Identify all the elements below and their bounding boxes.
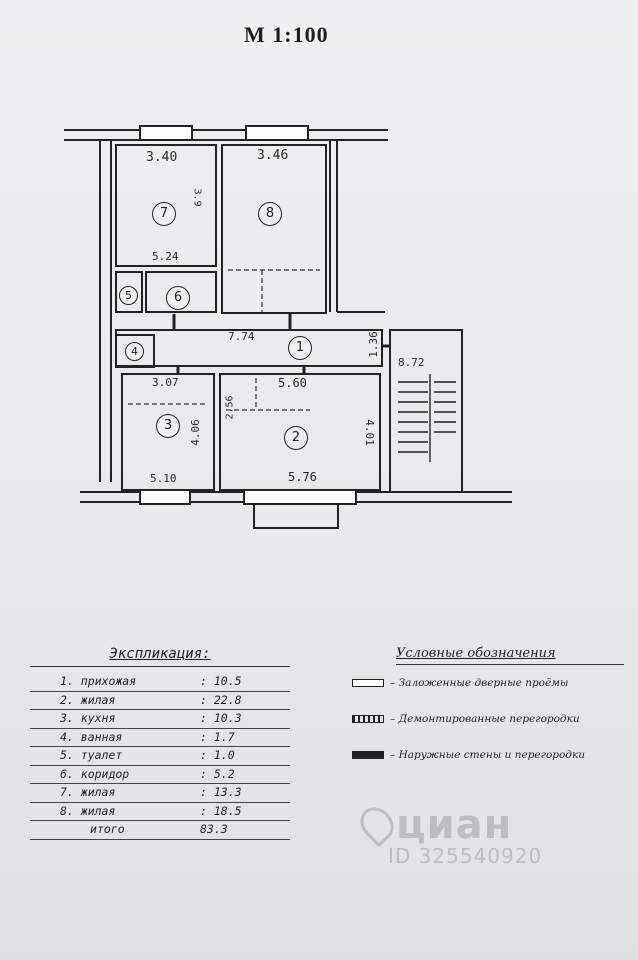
dim-corridor-depth: 1.36 xyxy=(366,331,380,358)
legend: Условные обозначения – Заложенные дверны… xyxy=(352,646,624,773)
room-number-5: 5 xyxy=(119,286,138,305)
legend-title: Условные обозначения xyxy=(396,646,624,665)
cian-watermark: циан ID 325540920 xyxy=(353,800,543,868)
room-3-outline xyxy=(121,373,215,491)
wall-icon xyxy=(352,751,384,759)
legend-label: – Демонтированные перегородки xyxy=(390,713,580,725)
dim-corridor-width: 7.74 xyxy=(228,330,255,343)
legend-item-outer-wall: – Наружные стены и перегородки xyxy=(352,737,624,773)
balcony xyxy=(253,503,339,529)
explication-room-area: : 22.8 xyxy=(200,692,242,707)
explication-room-name: 1. прихожая xyxy=(60,674,137,688)
window-room-3 xyxy=(139,489,191,505)
explication-room-name: 3. кухня xyxy=(60,711,116,725)
dim-room-7-width: 3.40 xyxy=(146,150,178,165)
explication-row: 2. жилая : 22.8 xyxy=(30,692,290,710)
explication-total-label: итого xyxy=(90,822,125,836)
dim-stair: 8.72 xyxy=(398,356,425,369)
explication-room-name: 7. жилая xyxy=(60,785,116,799)
room-number-1: 1 xyxy=(288,336,312,360)
legend-label: – Заложенные дверные проёмы xyxy=(390,677,569,689)
dim-room-7-depth: 3.9 xyxy=(191,188,203,207)
room-number-2: 2 xyxy=(284,426,308,450)
watermark-brand: циан xyxy=(396,802,513,848)
dim-room-2-top: 5.60 xyxy=(278,376,307,390)
dim-room-8-width: 3.46 xyxy=(257,148,289,163)
explication-row: 4. ванная : 1.7 xyxy=(30,729,290,747)
explication-room-area: : 18.5 xyxy=(200,803,242,818)
room-4-outline xyxy=(115,334,155,368)
dim-room-3-bottom: 5.10 xyxy=(150,472,177,485)
explication-table: Экспликация: 1. прихожая : 10.5 2. жилая : … xyxy=(30,646,290,840)
explication-room-name: 2. жилая xyxy=(60,692,116,707)
dim-room-3-height: 4.06 xyxy=(188,419,202,446)
explication-row: 1. прихожая : 10.5 xyxy=(30,673,290,692)
explication-room-name: 5. туалет xyxy=(60,748,123,762)
demountable-partition-icon xyxy=(352,715,384,723)
room-8-outline xyxy=(221,144,327,314)
dim-room-2-bottom: 5.76 xyxy=(288,470,317,484)
window-room-2 xyxy=(243,489,357,505)
explication-room-area: : 1.0 xyxy=(200,748,235,762)
explication-total-row: итого 83.3 xyxy=(30,821,290,840)
explication-row: 3. кухня : 10.3 xyxy=(30,710,290,729)
bricked-door-icon xyxy=(352,679,384,687)
explication-room-name: 6. коридор xyxy=(60,766,130,781)
room-6-outline xyxy=(145,271,217,313)
stairwell xyxy=(389,329,463,493)
room-number-8: 8 xyxy=(258,202,282,226)
explication-row: 6. коридор : 5.2 xyxy=(30,766,290,784)
dim-room-3-top: 3.07 xyxy=(152,376,179,389)
explication-room-area: : 10.3 xyxy=(200,711,242,725)
dim-room-6-width: 5.24 xyxy=(152,250,179,263)
explication-room-area: : 1.7 xyxy=(200,729,235,744)
explication-room-area: : 13.3 xyxy=(200,785,242,799)
legend-label: – Наружные стены и перегородки xyxy=(390,749,585,761)
room-2-outline xyxy=(219,373,381,491)
room-number-4: 4 xyxy=(125,342,144,361)
explication-row: 7. жилая : 13.3 xyxy=(30,784,290,803)
explication-room-area: : 5.2 xyxy=(200,766,235,781)
window-room-8 xyxy=(245,125,309,141)
explication-total-area: 83.3 xyxy=(200,822,228,836)
legend-item-demountable-partition: – Демонтированные перегородки xyxy=(352,701,624,737)
explication-row: 8. жилая : 18.5 xyxy=(30,803,290,821)
room-number-7: 7 xyxy=(152,202,176,226)
legend-item-bricked-door: – Заложенные дверные проёмы xyxy=(352,665,624,701)
explication-room-area: : 10.5 xyxy=(200,674,242,688)
explication-room-name: 4. ванная xyxy=(60,729,123,744)
room-7-outline xyxy=(115,144,217,267)
dim-room-3-side: 2.56 xyxy=(224,395,236,420)
dim-room-2-height: 4.01 xyxy=(362,419,376,446)
room-5-outline xyxy=(115,271,143,313)
room-number-3: 3 xyxy=(156,414,180,438)
watermark-id: ID 325540920 xyxy=(388,844,543,868)
explication-title: Экспликация: xyxy=(30,646,290,667)
scale-title: М 1:100 xyxy=(244,22,329,47)
window-room-7 xyxy=(139,125,193,141)
explication-row: 5. туалет : 1.0 xyxy=(30,747,290,766)
explication-room-name: 8. жилая xyxy=(60,803,116,818)
room-number-6: 6 xyxy=(166,286,190,310)
